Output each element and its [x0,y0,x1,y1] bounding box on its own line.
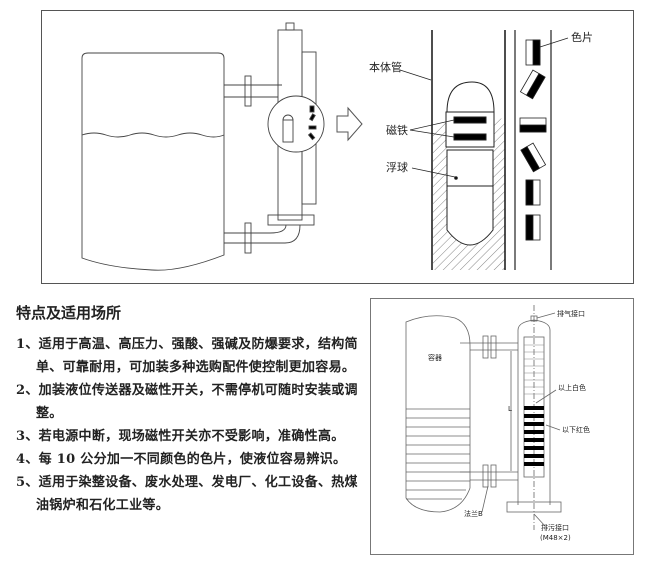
install-drawing [405,305,562,530]
feature-item: 5、适用于染整设备、废水处理、发电厂、化工设备、热煤油锅炉和石化工业等。 [16,475,358,513]
label-above-white: 以上白色 [558,383,586,392]
label-magnet: 磁铁 [386,124,408,137]
label-below-red: 以下红色 [562,425,590,434]
label-vent: 排气接口 [557,309,585,318]
install-tick-lines [524,344,544,395]
label-length: L [508,405,512,413]
features-title: 特点及适用场所 [16,304,122,322]
label-vessel: 容器 [428,353,442,362]
diagram-frame [41,10,634,284]
feature-item: 3、若电源中断，现场磁性开关亦不受影响，准确性高。 [16,429,345,444]
features-section: 特点及适用场所 1、适用于高温、高压力、强酸、强碱及防爆要求，结构简单、可靠耐用… [16,302,361,517]
feature-item: 2、加装液位传送器及磁性开关，不需停机可随时安装或调整。 [16,383,358,421]
float-detail-drawing [399,30,569,270]
level-gauge-overview-diagram: 本体管 磁铁 浮球 色片 [41,10,634,284]
label-float-ball: 浮球 [386,160,408,174]
label-body-tube: 本体管 [369,60,402,74]
label-drain-spec: (M48×2) [540,534,571,542]
install-frame [370,298,634,555]
label-color-flap: 色片 [571,30,593,44]
label-flange: 法兰B [464,509,483,518]
label-drain: 排污接口 [541,523,569,532]
features-list: 1、适用于高温、高压力、强酸、强碱及防爆要求，结构简单、可靠耐用，可加装多种选购… [16,333,361,517]
feature-item: 4、每 10 公分加一不同颜色的色片，使液位容易辨识。 [16,452,347,467]
tank-drawing [81,22,325,271]
feature-item: 1、适用于高温、高压力、强酸、强碱及防爆要求，结构简单、可靠耐用，可加装多种选购… [16,337,358,375]
red-flap-indicators [524,406,544,466]
arrow-icon [336,106,363,142]
